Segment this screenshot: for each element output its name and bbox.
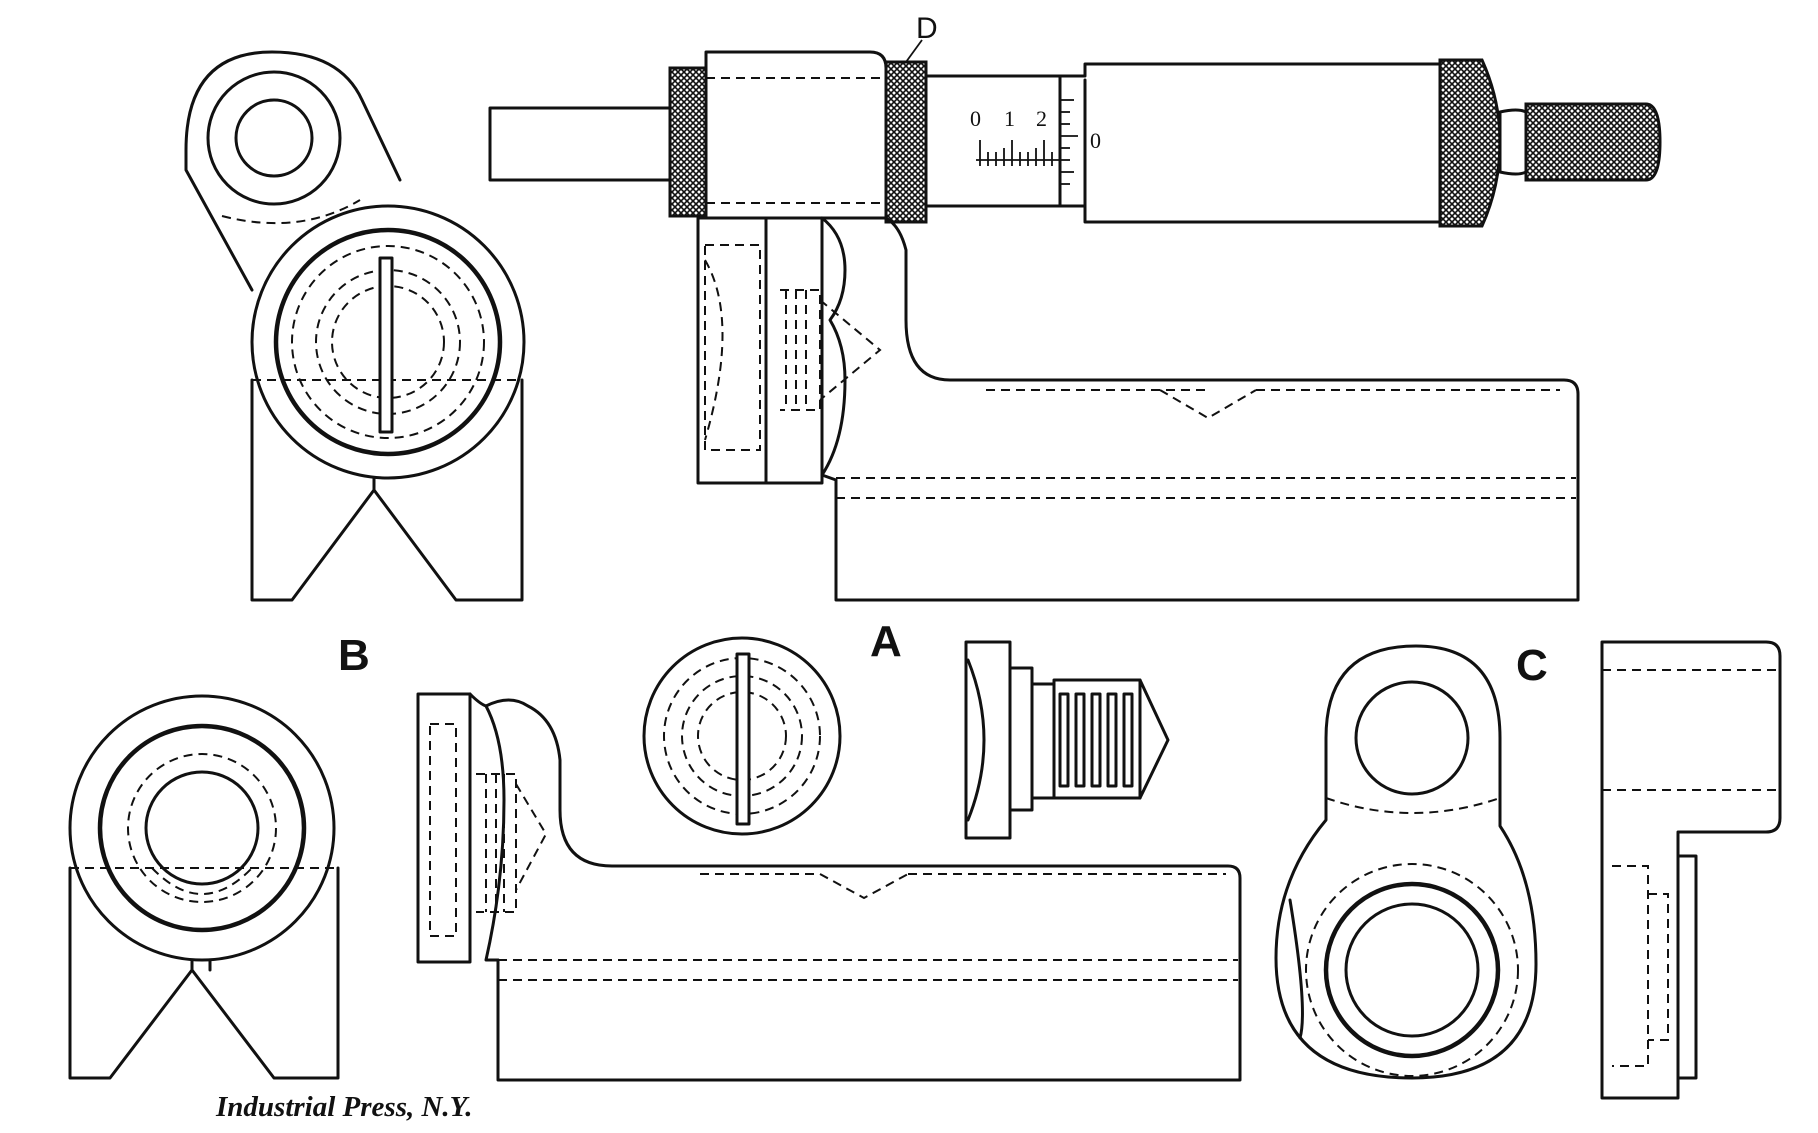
part-c-side-view bbox=[1600, 640, 1782, 1100]
ratchet-neck bbox=[1498, 108, 1528, 176]
barrel-sleeve bbox=[924, 74, 1068, 208]
frame-side-view bbox=[416, 692, 1242, 1082]
thimble-graduations: 0 bbox=[1060, 99, 1101, 185]
label-c: C bbox=[1516, 641, 1548, 690]
part-c-front-view bbox=[1274, 644, 1538, 1080]
screw-head-front-view bbox=[642, 636, 842, 836]
scale-number-2: 2 bbox=[1036, 106, 1047, 131]
end-view-stand-top bbox=[184, 50, 526, 602]
screw-slot bbox=[378, 256, 394, 434]
screw-side-view bbox=[964, 640, 1170, 840]
clamp-plate-inner bbox=[764, 216, 824, 485]
publisher-credit: Industrial Press, N.Y. bbox=[215, 1091, 472, 1123]
side-clamp-plate bbox=[416, 692, 472, 964]
label-d: D bbox=[916, 12, 938, 45]
thimble bbox=[1058, 62, 1442, 224]
scale-number-0: 0 bbox=[970, 106, 981, 131]
thread-rows bbox=[1058, 692, 1134, 788]
micrometer-assembly: 0 1 2 0 D bbox=[488, 12, 1662, 228]
c-lower-bore bbox=[1344, 902, 1480, 1038]
part-b-end-view bbox=[68, 694, 340, 1080]
ratchet-knurl-ring bbox=[1438, 58, 1502, 228]
b-disk-outer bbox=[68, 694, 336, 962]
ratchet-knob bbox=[1524, 102, 1662, 182]
upper-bore-inner bbox=[234, 98, 314, 178]
label-b: B bbox=[338, 631, 370, 680]
anvil-rod bbox=[488, 106, 672, 182]
frame-body-front-view bbox=[696, 216, 1580, 602]
left-lock-ring bbox=[668, 66, 708, 218]
screw-head-slot bbox=[735, 652, 751, 826]
upper-bore-outer bbox=[206, 70, 342, 206]
c-upper-bore bbox=[1354, 680, 1470, 796]
label-a: A bbox=[870, 617, 902, 666]
barrel-scale: 0 1 2 bbox=[970, 106, 1060, 166]
frame-head-block bbox=[704, 50, 888, 220]
lock-ring-d bbox=[884, 60, 928, 224]
clamp-plate-outer bbox=[696, 216, 768, 485]
scale-number-1: 1 bbox=[1004, 106, 1015, 131]
thimble-zero-mark: 0 bbox=[1090, 128, 1101, 153]
